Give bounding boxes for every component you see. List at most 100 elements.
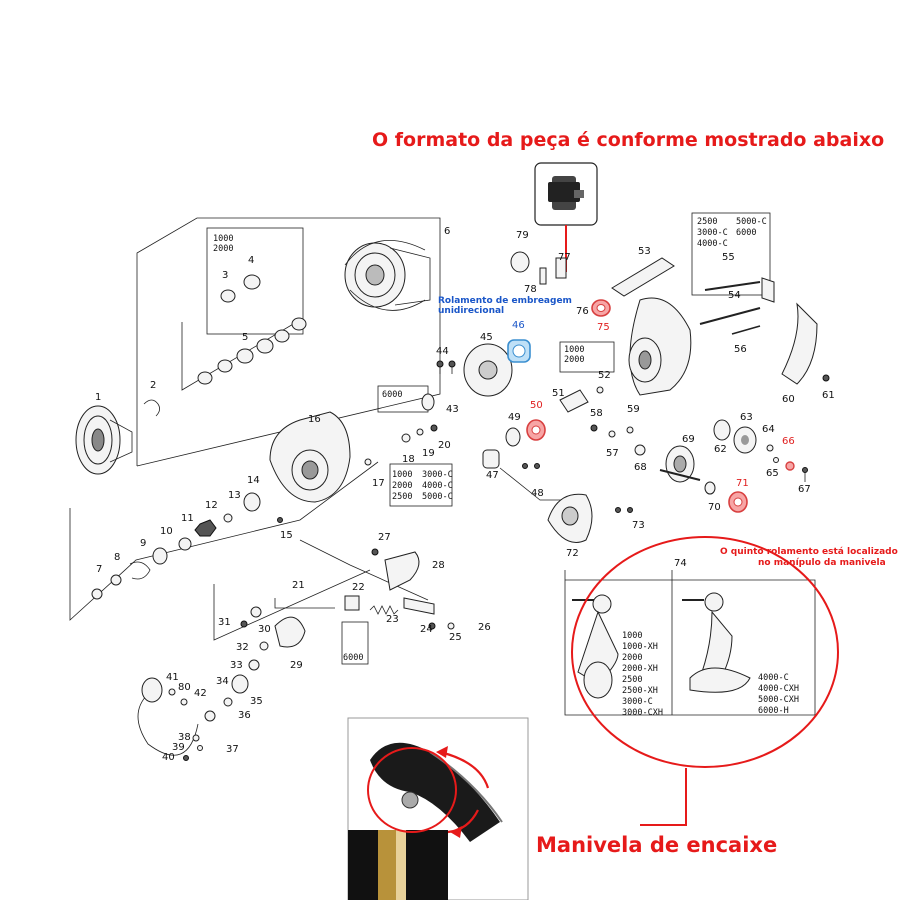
part-bail-arm: [781, 302, 830, 385]
callout-59: 59: [627, 404, 640, 415]
callout-35: 35: [250, 696, 263, 707]
callout-9: 9: [140, 538, 146, 549]
callout-66: 66: [782, 436, 795, 447]
callout-1: 1: [95, 392, 101, 403]
svg-text:6000: 6000: [382, 390, 402, 400]
callout-61: 61: [822, 390, 835, 401]
callout-50: 50: [530, 400, 543, 411]
callout-26: 26: [478, 622, 491, 633]
callout-60: 60: [782, 394, 795, 405]
callout-33: 33: [230, 660, 243, 671]
callout-78: 78: [524, 284, 537, 295]
part-drag-knob: [75, 405, 133, 475]
callout-28: 28: [432, 560, 445, 571]
callout-2: 2: [150, 380, 156, 391]
callout-8: 8: [114, 552, 120, 563]
callout-63: 63: [740, 412, 753, 423]
part-rotor: [269, 411, 351, 503]
callout-67: 67: [798, 484, 811, 495]
clutch-bearing-note: Rolamento de embreagem unidirecional: [438, 296, 575, 316]
callout-52: 52: [598, 370, 611, 381]
fifth-bearing-note: O quinto rolamento está localizado no ma…: [720, 547, 900, 568]
callout-62: 62: [714, 444, 727, 455]
svg-text:5000-C 6000: 5000-C 6000: [736, 217, 772, 238]
callout-5: 5: [242, 332, 248, 343]
svg-text:1000 1000-XH 2000: 1000 1000-XH 2000 2000-XH 2500 2500-XH 3…: [622, 631, 663, 718]
callout-43: 43: [446, 404, 459, 415]
handle-title: Manivela de encaixe: [536, 833, 777, 857]
part-pinion-stack: [482, 389, 589, 469]
handle-drawing-left: [572, 594, 619, 699]
callout-76: 76: [576, 306, 589, 317]
callout-3: 3: [222, 270, 228, 281]
callout-36: 36: [238, 710, 251, 721]
callout-19: 19: [422, 448, 435, 459]
part-screws-44: [436, 360, 456, 374]
callout-53: 53: [638, 246, 651, 257]
callout-80: 80: [178, 682, 191, 693]
callout-39: 39: [172, 742, 185, 753]
callout-56: 56: [734, 344, 747, 355]
callout-54: 54: [728, 290, 741, 301]
handle-drawing-right: [682, 592, 751, 693]
callout-24: 24: [420, 624, 433, 635]
callout-4: 4: [248, 255, 254, 266]
callout-64: 64: [762, 424, 775, 435]
highlight-connector: [640, 768, 687, 826]
svg-text:1000 2000 2500: 1000 2000 2500: [392, 470, 418, 502]
part-washers-small: [197, 274, 307, 385]
callout-79: 79: [516, 230, 529, 241]
callout-29: 29: [290, 660, 303, 671]
part-washer-43: [421, 393, 435, 411]
callout-10: 10: [160, 526, 173, 537]
callout-34: 34: [216, 676, 229, 687]
callout-11: 11: [181, 513, 194, 524]
part-reel-body: [611, 257, 692, 396]
callout-22: 22: [352, 582, 365, 593]
inset-part-shape: [534, 162, 598, 226]
part-line-roller-stack: [204, 606, 306, 722]
part-bail-mechanism: [274, 595, 455, 630]
part-gear-assembly: [713, 419, 808, 482]
callout-17: 17: [372, 478, 385, 489]
callout-7: 7: [96, 564, 102, 575]
page-title: O formato da peça é conforme mostrado ab…: [372, 129, 884, 151]
callout-37: 37: [226, 744, 239, 755]
callout-16: 16: [308, 414, 321, 425]
part-gear-79: [510, 251, 567, 285]
callout-20: 20: [438, 440, 451, 451]
callout-51: 51: [552, 388, 565, 399]
part-shaft-stack: [91, 492, 261, 600]
callout-14: 14: [247, 475, 260, 486]
part-clutch-plate: [463, 343, 513, 397]
callout-23: 23: [386, 614, 399, 625]
part-cover-28: [371, 548, 420, 591]
handle-photo: [347, 717, 529, 900]
callout-27: 27: [378, 532, 391, 543]
callout-74: 74: [674, 558, 687, 569]
callout-77: 77: [558, 252, 571, 263]
part-spool: [344, 240, 431, 311]
callout-49: 49: [508, 412, 521, 423]
part-bearing-75: [591, 299, 611, 317]
svg-text:3000-C 4000-C 5000: 3000-C 4000-C 5000-C: [422, 470, 458, 502]
callout-12: 12: [205, 500, 218, 511]
callout-18: 18: [402, 454, 415, 465]
callout-72: 72: [566, 548, 579, 559]
callout-25: 25: [449, 632, 462, 643]
part-clutch-bearing-blue: [507, 339, 531, 363]
callout-65: 65: [766, 468, 779, 479]
svg-text:6000: 6000: [343, 653, 363, 663]
callout-55: 55: [722, 252, 735, 263]
callout-31: 31: [218, 617, 231, 628]
callout-32: 32: [236, 642, 249, 653]
callout-6: 6: [444, 226, 450, 237]
svg-text:2500 3000-C 4000-C: 2500 3000-C 4000-C: [697, 217, 733, 249]
svg-text:4000-C 4000-CXH 50: 4000-C 4000-CXH 5000-CXH 6000-H: [758, 673, 804, 716]
callout-41: 41: [166, 672, 179, 683]
callout-57: 57: [606, 448, 619, 459]
